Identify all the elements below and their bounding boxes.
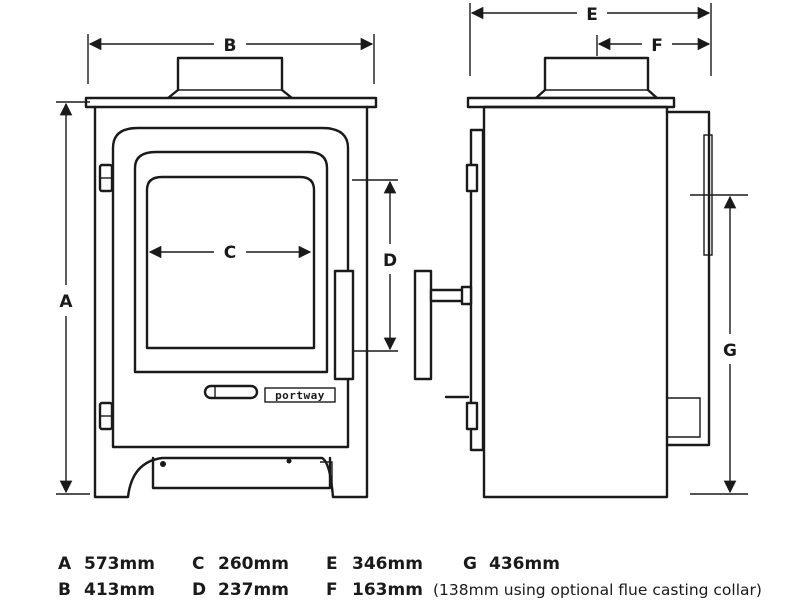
- side-view: [413, 56, 713, 499]
- front-view: portway: [84, 56, 378, 499]
- dimension-label-e: E: [586, 5, 598, 25]
- dimension-label-a: A: [59, 292, 73, 312]
- stove-dimension-diagram: portway: [56, 3, 748, 499]
- dimension-label-f: F: [651, 36, 663, 56]
- dimension-label-g: G: [723, 341, 737, 361]
- dimension-label-b: B: [224, 36, 237, 56]
- dimension-label-c: C: [224, 243, 236, 263]
- dimension-lines: [56, 3, 748, 495]
- flue-collar-note: (138mm using optional flue casting colla…: [433, 581, 762, 599]
- dimension-label-d: D: [383, 251, 397, 271]
- brand-nameplate: portway: [275, 389, 325, 402]
